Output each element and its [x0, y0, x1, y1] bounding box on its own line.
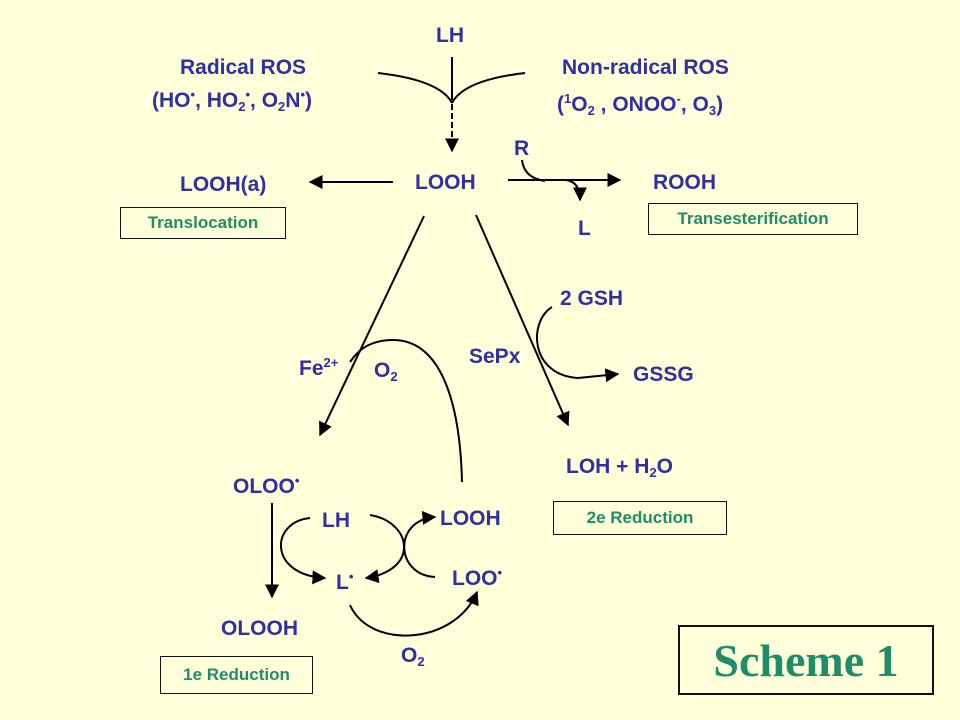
- radical-ros-arm: [377, 72, 453, 104]
- product-loh-h2o: LOH + H2O: [566, 455, 674, 480]
- chain-looh: LOOH: [440, 507, 501, 530]
- transesterification-box: Transesterification: [648, 203, 858, 235]
- one-e-reduction-box: 1e Reduction: [160, 656, 313, 694]
- arrow-sepx-pathway: [475, 214, 570, 427]
- radical-oloo: OLOO•: [233, 473, 300, 498]
- two-e-reduction-box: 2e Reduction: [553, 501, 727, 535]
- central-looh: LOOH: [415, 171, 476, 194]
- enzyme-sepx: SePx: [469, 345, 521, 368]
- o2-arc: [349, 338, 463, 483]
- r-curve: [521, 159, 546, 182]
- chain-l-radical: L•: [336, 569, 354, 594]
- lh-to-l-curve: [279, 517, 327, 585]
- l-to-loo-curve: [349, 590, 479, 637]
- chain-loo-radical: LOO•: [452, 565, 503, 590]
- reactant-r: R: [514, 137, 530, 160]
- catalyst-fe2: Fe2+: [299, 355, 339, 380]
- cosubstrate-2gsh: 2 GSH: [560, 287, 624, 310]
- l-curve: [565, 179, 587, 202]
- loo-to-looh-crossing-curve: [403, 510, 437, 578]
- byproduct-gssg: GSSG: [633, 363, 694, 386]
- lh-to-l-crossing-curve: [364, 514, 405, 584]
- gsh-to-gssg-curve: [535, 306, 620, 383]
- radical-ros-title: Radical ROS: [180, 56, 307, 79]
- looh-a-product: LOOH(a): [180, 173, 267, 196]
- oxygen-o2: O2: [374, 359, 398, 384]
- leaving-l: L: [578, 217, 591, 240]
- scheme-label: Scheme 1: [678, 625, 934, 695]
- chain-o2: O2: [401, 644, 425, 669]
- non-radical-ros-species: (1O2 , ONOO-, O3): [557, 91, 724, 118]
- substrate-lh: LH: [436, 24, 464, 47]
- radical-ros-species: (HO•, HO2•, O2N•): [152, 87, 313, 114]
- non-radical-ros-arm: [451, 72, 526, 104]
- arrow-fe-pathway: [319, 215, 425, 437]
- product-rooh: ROOH: [653, 171, 716, 194]
- translocation-box: Translocation: [120, 207, 286, 239]
- chain-lh: LH: [322, 509, 350, 532]
- reduced-product-olooh: OLOOH: [221, 617, 298, 640]
- non-radical-ros-title: Non-radical ROS: [562, 56, 729, 79]
